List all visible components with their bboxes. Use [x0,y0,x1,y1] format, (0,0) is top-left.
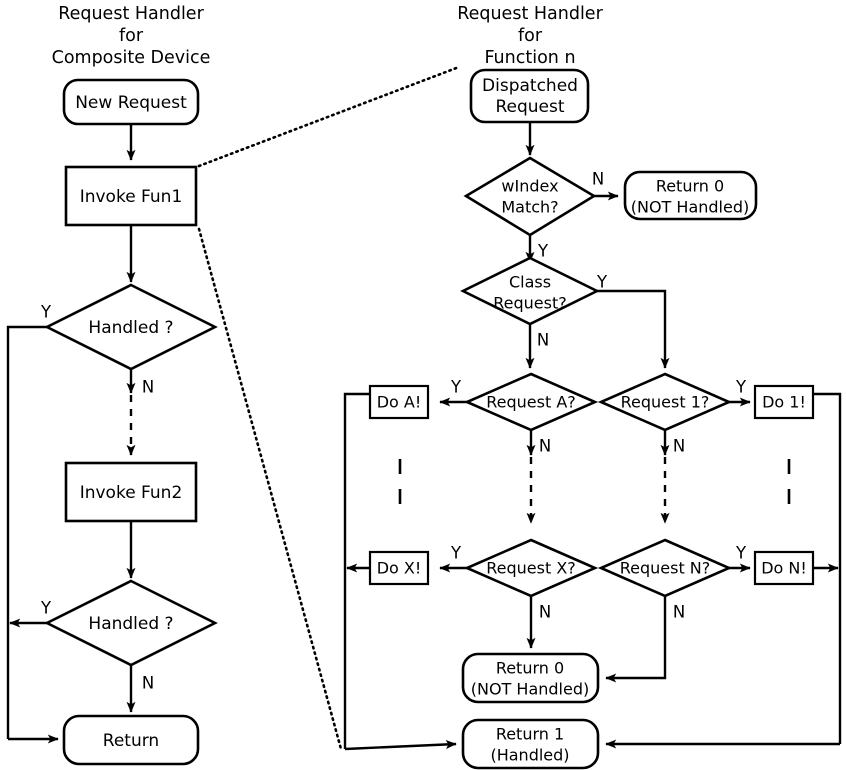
node-return-label: Return [103,731,159,751]
node-return0-bottom-line-1: Return 0 [496,659,564,678]
node-return0-bottom[interactable] [461,652,600,704]
title-right-line-3: Function n [484,48,575,68]
node-windex-match-line-1: wIndex [501,177,558,196]
node-dispatched-request-line-2: Request [495,97,564,117]
node-do-1[interactable] [753,384,815,420]
edge-label-request1-yes: Y [735,378,747,397]
node-dispatched-request-line-1: Dispatched [482,76,578,96]
edge-label-requestn-no: N [673,603,685,622]
node-do-x-label: Do X! [377,559,422,578]
edge-label-handled2-no: N [142,674,154,693]
node-windex-match[interactable] [463,156,597,237]
zoom-connector-bottom [197,227,343,751]
title-right-line-2: for [518,26,543,46]
node-handled-2-label: Handled ? [88,614,173,634]
edge-label-requestx-no: N [539,603,551,622]
edge-label-handled1-yes: Y [40,303,52,322]
node-return[interactable] [62,714,200,766]
edge-label-handled2-yes: Y [40,599,52,618]
title-right: Request Handler for Function n [457,4,603,68]
edge-label-requestn-yes: Y [735,544,747,563]
node-request-1-label: Request 1? [621,393,710,412]
node-class-request-line-2: Request? [493,294,566,313]
node-return0-top-line-2: (NOT Handled) [631,198,749,217]
node-do-1-label: Do 1! [762,393,806,412]
zoom-connector-top [197,65,461,168]
edge-requestn-no-to-return0 [605,596,667,683]
edge-leftrail-to-return1 [344,739,457,751]
node-do-n[interactable] [753,550,815,586]
rail-left-return1 [343,392,370,749]
node-return1-bottom-line-1: Return 1 [496,725,564,744]
edge-label-classreq-yes: Y [596,273,608,292]
edge-handled1-yes-rail [6,325,47,739]
rail-right-return1 [813,392,842,744]
title-left: Request Handler for Composite Device [52,4,211,68]
node-invoke-fun1-label: Invoke Fun1 [80,187,183,207]
edge-label-windex-no: N [592,170,604,189]
node-class-request-line-1: Class [509,273,551,292]
node-return0-bottom-line-2: (NOT Handled) [471,680,589,699]
title-right-line-1: Request Handler [457,4,603,24]
node-new-request-label: New Request [75,93,187,113]
edge-classreq-yes-to-request1 [597,289,670,369]
node-do-a[interactable] [368,384,430,420]
node-do-n-label: Do N! [761,559,807,578]
edge-label-requesta-no: N [539,437,551,456]
edge-label-handled1-no: N [142,378,154,397]
node-windex-match-line-2: Match? [501,198,558,217]
node-return0-top[interactable] [623,170,758,221]
title-left-line-2: for [119,26,144,46]
node-do-a-label: Do A! [377,393,422,412]
title-left-line-1: Request Handler [58,4,204,24]
node-return1-bottom[interactable] [461,718,600,770]
node-request-a-label: Request A? [486,393,576,412]
edge-label-requestx-yes: Y [450,544,462,563]
node-return0-top-line-1: Return 0 [656,177,724,196]
node-invoke-fun2-label: Invoke Fun2 [80,483,183,503]
node-handled-1-label: Handled ? [88,318,173,338]
edge-label-request1-no: N [673,437,685,456]
edge-label-classreq-no: N [537,331,549,350]
node-invoke-fun1[interactable] [64,165,198,227]
title-left-line-3: Composite Device [52,48,211,68]
node-return1-bottom-line-2: (Handled) [490,746,569,765]
edge-label-requesta-yes: Y [450,378,462,397]
edge-label-windex-yes: Y [537,242,549,261]
node-request-x-label: Request X? [486,559,576,578]
node-request-n-label: Request N? [620,559,711,578]
